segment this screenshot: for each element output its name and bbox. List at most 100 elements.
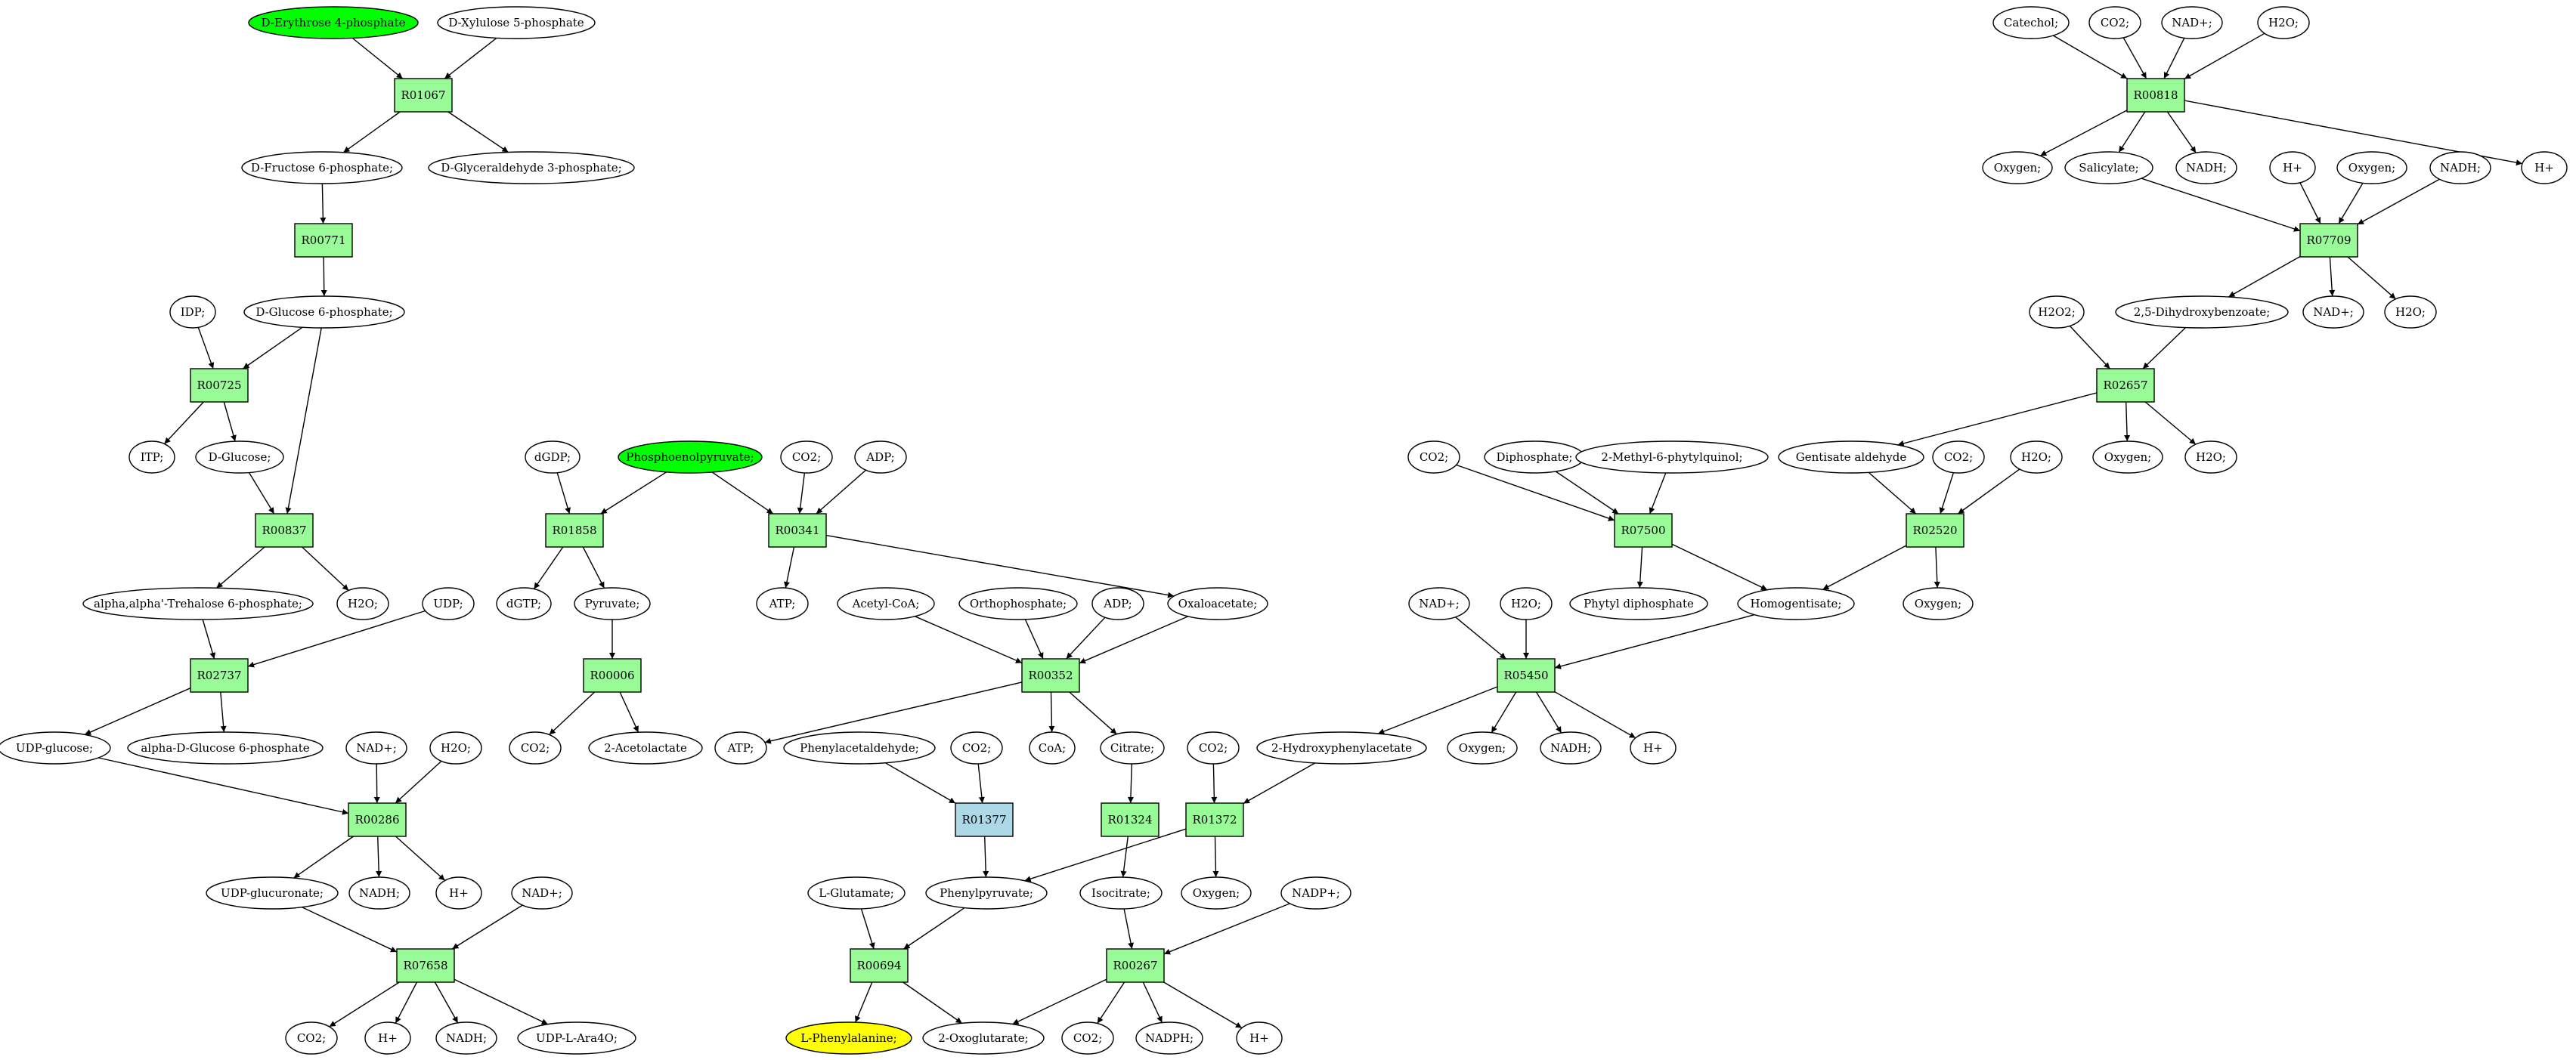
edge-r05450-to-n_oxygen_b <box>1491 691 1517 734</box>
metabolite-node-n_lphenylalanine: L-Phenylalanine; <box>785 1021 912 1055</box>
metabolite-ellipse <box>925 876 1048 910</box>
node-label: L-Glutamate; <box>819 886 894 900</box>
node-label: Gentisate aldehyde <box>1796 450 1907 464</box>
edge-n_nad_b-to-r07658 <box>451 904 523 950</box>
metabolite-ellipse <box>2429 151 2491 184</box>
edge-r00352-to-n_coa <box>1048 691 1055 733</box>
reaction-node-r00725: R00725 <box>190 368 249 403</box>
node-label: 2,5-Dihydroxybenzoate; <box>2134 305 2271 319</box>
node-label: R01372 <box>1192 813 1237 827</box>
metabolite-node-n_oxygen_a: Oxygen; <box>1181 876 1252 910</box>
node-label: Phosphoenolpyruvate; <box>626 450 754 464</box>
node-label: Oxygen; <box>1193 886 1240 900</box>
edge-n_hplus_f-to-r07709 <box>2299 182 2321 224</box>
edge-n_glucose6p-to-r00837 <box>285 327 322 515</box>
edge-n_hydroxyphenylacetate-to-r01372 <box>1243 762 1316 805</box>
reaction-node-r01067: R01067 <box>394 78 453 113</box>
edge-n_h2o_b-to-r00286 <box>395 760 442 804</box>
reaction-node-r01372: R01372 <box>1185 802 1244 837</box>
node-label: Diphosphate; <box>1497 450 1573 464</box>
edges-layer <box>84 32 2523 1029</box>
metabolite-ellipse <box>854 440 907 474</box>
edge-r07709-to-n_dihydroxybenzoate <box>2228 255 2301 298</box>
node-label: NADH; <box>2440 161 2481 175</box>
node-label: dGDP; <box>534 450 571 464</box>
reaction-node-r05450: R05450 <box>1497 658 1556 693</box>
node-label: CO2; <box>2101 16 2129 29</box>
node-label: H+ <box>2283 161 2302 175</box>
metabolite-node-n_co2_e: CO2; <box>1187 731 1240 765</box>
node-label: Oxygen; <box>2104 450 2151 464</box>
edge-r02737-to-n_udpglucose <box>84 688 191 735</box>
metabolite-ellipse <box>517 1021 636 1055</box>
metabolite-ellipse <box>435 876 482 910</box>
metabolite-ellipse <box>82 587 314 620</box>
edge-r07658-to-n_nadh_b <box>434 981 459 1024</box>
node-label: ITP; <box>141 450 164 464</box>
metabolite-node-n_trehalose: alpha,alpha'-Trehalose 6-phosphate; <box>82 587 314 620</box>
edge-r02657-to-n_h2o_e <box>2144 401 2197 445</box>
node-label: Phytyl diphosphate <box>1584 597 1694 610</box>
node-label: R00837 <box>262 524 306 537</box>
edge-r07500-to-n_phytyldiphosphate <box>1636 546 1643 589</box>
metabolite-ellipse <box>1187 731 1240 765</box>
node-label: H2O; <box>1511 597 1541 610</box>
metabolite-ellipse <box>437 6 596 39</box>
metabolite-ellipse <box>714 731 767 765</box>
metabolite-node-n_citrate: Citrate; <box>1100 731 1165 765</box>
node-label: Acetyl-CoA; <box>852 597 920 610</box>
node-label: CO2; <box>1944 450 1973 464</box>
edge-n_trehalose-to-r02737 <box>202 619 216 660</box>
metabolite-node-n_oxygen_c: Oxygen; <box>1903 587 1974 620</box>
edge-r01377-to-n_phenylpyruvate <box>983 836 989 878</box>
edge-r00837-to-n_h2o_a <box>302 546 349 592</box>
metabolite-ellipse <box>128 440 175 474</box>
node-label: CO2; <box>1199 741 1228 755</box>
metabolite-node-n_nadh_d: NADH; <box>2175 151 2237 184</box>
node-label: Oxygen; <box>2348 161 2395 175</box>
metabolite-node-n_co2_b: CO2; <box>509 731 562 765</box>
metabolite-node-n_udpglucose: UDP-glucose; <box>0 731 111 765</box>
node-label: 2-Oxoglutarate; <box>938 1031 1029 1045</box>
node-label: Homogentisate; <box>1751 597 1842 610</box>
metabolite-node-n_adp_a: ADP; <box>854 440 907 474</box>
metabolite-ellipse <box>1029 731 1076 765</box>
edge-r00286-to-n_udpglucuronate <box>293 836 354 879</box>
node-label: CO2; <box>1420 450 1448 464</box>
edge-n_co2_d-to-r01377 <box>977 763 985 804</box>
metabolite-node-n_udpara: UDP-L-Ara4O; <box>517 1021 636 1055</box>
edge-n_lglutamate-to-r00694 <box>860 908 875 950</box>
metabolite-ellipse <box>429 731 482 765</box>
reaction-box <box>545 513 604 548</box>
metabolite-node-n_co2_g: CO2; <box>1407 440 1460 474</box>
edge-n_co2_e-to-r01372 <box>1211 763 1218 804</box>
metabolite-ellipse <box>2064 151 2153 184</box>
metabolite-node-n_dihydroxybenzoate: 2,5-Dihydroxybenzoate; <box>2115 295 2289 329</box>
node-label: UDP-L-Ara4O; <box>536 1031 618 1045</box>
edge-n_co2_c-to-r00341 <box>797 472 806 515</box>
reaction-box <box>768 513 827 548</box>
metabolite-node-n_catechol: Catechol; <box>1992 6 2070 39</box>
node-label: 2-Acetolactate <box>604 741 687 755</box>
metabolite-ellipse <box>837 587 935 620</box>
node-label: Oxygen; <box>1459 741 1506 755</box>
node-label: NAD+; <box>522 886 562 900</box>
metabolite-node-n_coa: CoA; <box>1029 731 1076 765</box>
metabolite-node-n_acetolactate: 2-Acetolactate <box>588 731 703 765</box>
metabolite-node-n_nad_a: NAD+; <box>345 731 407 765</box>
metabolite-ellipse <box>348 876 410 910</box>
node-label: R07658 <box>403 959 447 972</box>
metabolite-ellipse <box>1061 1021 1114 1055</box>
edge-r07658-to-n_co2_a <box>329 981 400 1028</box>
metabolite-ellipse <box>2092 440 2163 474</box>
edge-r02737-to-n_alphaglucose6p <box>220 691 227 733</box>
metabolite-node-n_homogentisate: Homogentisate; <box>1737 587 1855 620</box>
reaction-box <box>1906 513 1965 548</box>
reaction-box <box>2096 368 2155 403</box>
edge-n_orthophosphate-to-r00352 <box>1024 619 1044 660</box>
metabolite-ellipse <box>2269 151 2316 184</box>
node-label: H2O; <box>2395 305 2426 319</box>
metabolite-node-n_co2_f: CO2; <box>1061 1021 1114 1055</box>
edge-n_erythrose-to-r01067 <box>351 37 404 79</box>
node-label: R07709 <box>2306 233 2351 247</box>
